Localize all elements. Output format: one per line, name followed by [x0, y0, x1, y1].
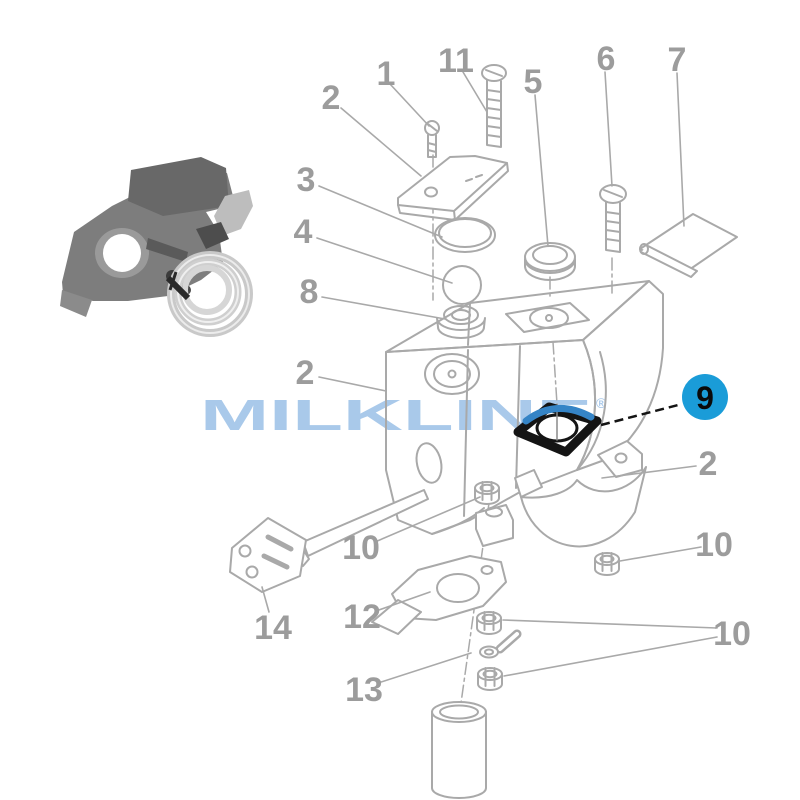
part-9-badge-number: 9 [696, 380, 714, 416]
callout-part-12: 12 [343, 598, 381, 636]
part-8-grommet [436, 305, 486, 339]
callout-part-1: 1 [377, 55, 396, 93]
callout-part-10-left: 10 [342, 529, 380, 567]
part-9-gasket-blue-arc [522, 404, 595, 425]
callout-part-2-right: 2 [699, 445, 718, 483]
callout-part-11: 11 [438, 42, 474, 80]
part-3-o-ring [434, 217, 496, 253]
stud-and-nut-column [474, 481, 514, 547]
part-1-screw [424, 120, 440, 158]
product-photo [60, 157, 253, 337]
callout-part-7: 7 [668, 41, 687, 79]
watermark-registered-symbol: ® [596, 395, 607, 411]
lower-fastener-column [476, 611, 522, 691]
part-2-cover-plate [397, 155, 509, 221]
cylinder-sleeve [431, 701, 487, 799]
part-9-highlight-badge[interactable]: 9 [682, 374, 728, 420]
part-9-badge-circle[interactable] [682, 374, 728, 420]
part-10-nut-right [594, 552, 620, 576]
part-5-ring [524, 242, 576, 281]
callout-part-2-mid: 2 [296, 354, 315, 392]
callout-part-6: 6 [597, 40, 616, 78]
part-7-plate [639, 213, 738, 278]
part-14-plug [229, 489, 429, 593]
part-4-ball [442, 265, 482, 305]
callout-part-8: 8 [300, 273, 319, 311]
callout-part-10-right: 10 [695, 526, 733, 564]
callout-part-13: 13 [345, 671, 383, 709]
callout-part-5: 5 [524, 63, 543, 101]
part-12-bracket [371, 555, 507, 635]
leader-lines [261, 71, 718, 684]
callout-part-2-top: 2 [322, 79, 341, 117]
part-9-gasket [513, 402, 602, 457]
part-2-clamp-saddle [514, 440, 647, 548]
callout-part-3: 3 [297, 161, 316, 199]
part-6-screw [599, 184, 627, 253]
callout-part-4: 4 [294, 213, 313, 251]
callout-part-10-bottom: 10 [713, 615, 751, 653]
callout-part-14: 14 [254, 609, 292, 647]
pulsator-photo-tube-coil [165, 251, 253, 337]
callout-labels: 2 1 11 5 6 7 3 4 8 2 2 10 10 12 14 13 10 [254, 40, 751, 709]
part-11-screw [481, 64, 507, 148]
main-body-housing [385, 280, 664, 535]
pulsator-photo-body [60, 157, 253, 317]
line-art [229, 64, 738, 799]
